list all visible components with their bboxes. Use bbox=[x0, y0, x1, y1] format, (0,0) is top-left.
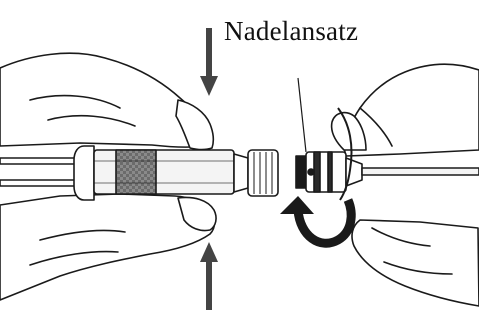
needle-hub bbox=[296, 152, 479, 192]
label-leader-line bbox=[298, 78, 306, 152]
press-up-arrow-icon bbox=[200, 242, 218, 310]
press-down-arrow-icon bbox=[200, 28, 218, 96]
syringe bbox=[0, 146, 278, 200]
needle-hub-label: Nadelansatz bbox=[224, 16, 358, 47]
graduation-band bbox=[116, 150, 156, 194]
right-hand bbox=[332, 64, 479, 306]
